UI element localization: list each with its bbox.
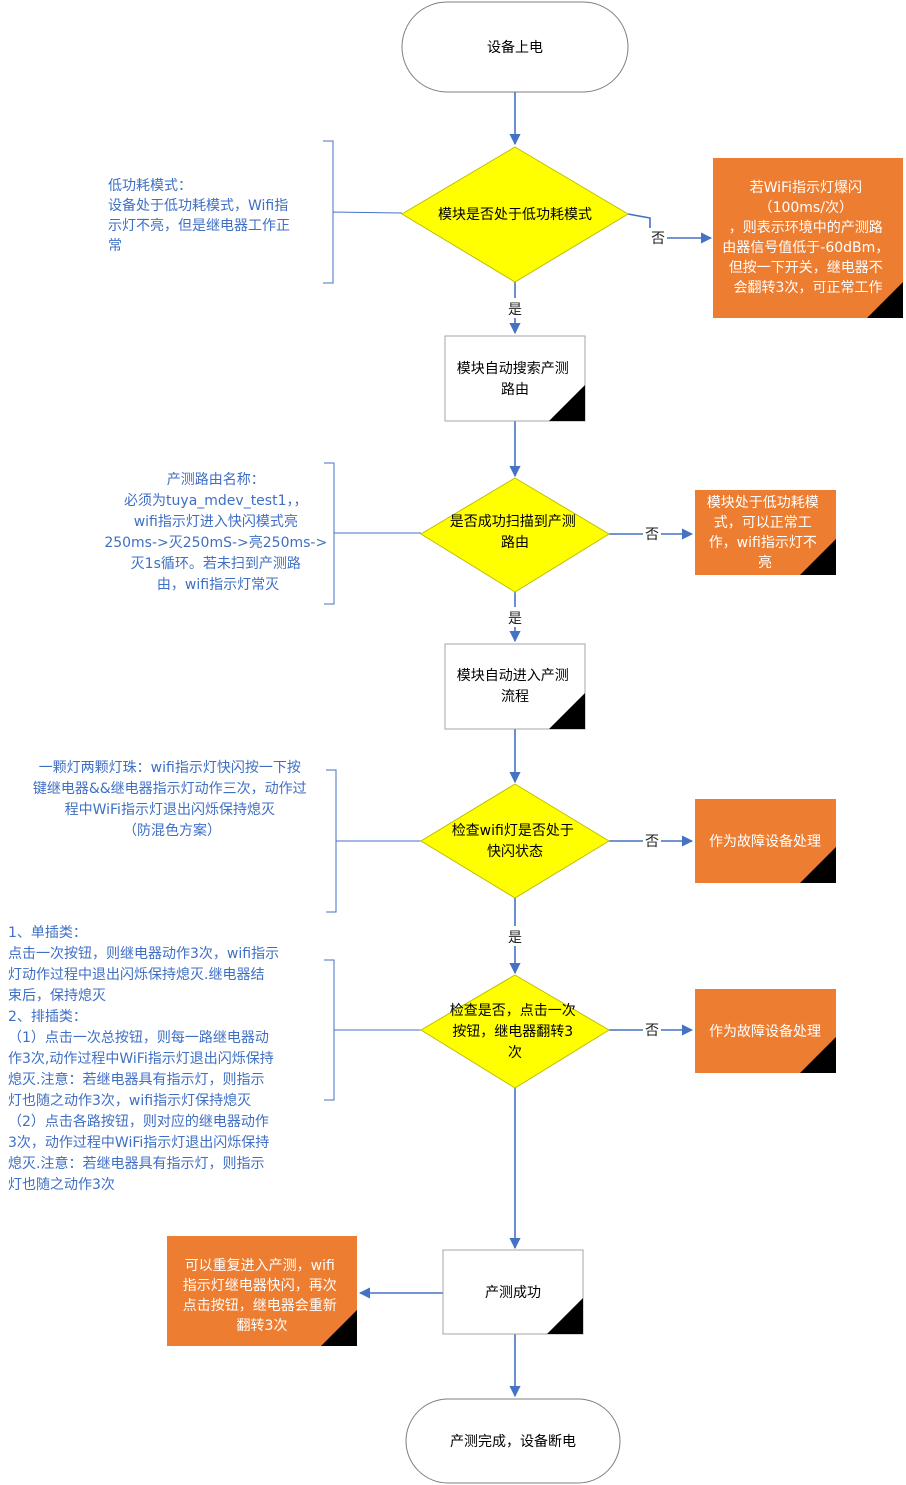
end-label: 产测完成，设备断电 xyxy=(450,1433,576,1450)
outcome-repeat-test: 可以重复进入产测，wifi 指示灯继电器快闪，再次 点击按钮，继电器会重新 翻转… xyxy=(167,1236,357,1346)
decision-scan-router-label: 是否成功扫描到产测 路由 xyxy=(450,514,580,551)
process-search-router-label: 模块自动搜索产测 路由 xyxy=(457,360,573,398)
outcome-faulty-device-1-text: 作为故障设备处理 xyxy=(709,833,821,850)
arrow-d1-to-d1-no xyxy=(627,213,713,244)
outcome-repeat-test-text: 可以重复进入产测，wifi 指示灯继电器快闪，再次 点击按钮，继电器会重新 翻转… xyxy=(183,1257,341,1334)
start-label: 设备上电 xyxy=(487,39,543,56)
label-no-d1: 否 xyxy=(651,231,665,247)
note-router-name: 产测路由名称： 必须为tuya_mdev_test1，， wifi指示灯进入快闪… xyxy=(104,472,331,593)
bracket-n2 xyxy=(324,462,421,605)
process-test-success: 产测成功 xyxy=(442,1249,584,1335)
process-enter-test: 模块自动进入产测 流程 xyxy=(444,643,586,730)
bracket-n3 xyxy=(326,769,421,913)
outcome-faulty-device-2-text: 作为故障设备处理 xyxy=(709,1023,821,1040)
outcome-low-power-normal-text: 模块处于低功耗模 式，可以正常工 作，wifi指示灯不 亮 xyxy=(707,495,823,571)
decision-low-power: 模块是否处于低功耗模式 xyxy=(401,146,629,283)
start-terminal: 设备上电 xyxy=(401,1,629,93)
outcome-faulty-device-2: 作为故障设备处理 xyxy=(695,989,836,1073)
annotation-brackets xyxy=(323,140,421,1101)
decision-wifi-fast-flash: 检查wifi灯是否处于 快闪状态 xyxy=(420,783,610,899)
label-no-d2: 否 xyxy=(645,527,659,543)
process-test-success-label: 产测成功 xyxy=(485,1285,541,1301)
outcome-low-power-normal: 模块处于低功耗模 式，可以正常工 作，wifi指示灯不 亮 xyxy=(695,490,836,575)
label-yes-d1: 是 xyxy=(508,302,522,318)
connectors xyxy=(358,92,713,1398)
process-search-router: 模块自动搜索产测 路由 xyxy=(444,335,586,422)
label-yes-d3: 是 xyxy=(508,930,522,946)
decision-wifi-fast-flash-label: 检查wifi灯是否处于 快闪状态 xyxy=(452,823,579,860)
bracket-n4 xyxy=(324,959,421,1101)
label-yes-d2: 是 xyxy=(508,611,522,627)
process-enter-test-label: 模块自动进入产测 流程 xyxy=(457,668,573,705)
bracket-n1 xyxy=(323,140,403,284)
decision-low-power-label: 模块是否处于低功耗模式 xyxy=(438,207,592,223)
note-low-power: 低功耗模式： 设备处于低功耗模式，Wifi指 示灯不亮，但是继电器工作正 常 xyxy=(108,178,294,254)
note-plug-types: 1、单插类： 点击一次按钮，则继电器动作3次，wifi指示 灯动作过程中退出闪烁… xyxy=(8,925,284,1193)
note-led-beads: 一颗灯两颗灯珠：wifi指示灯快闪按一下按 键继电器&&继电器指示灯动作三次，动… xyxy=(33,760,311,839)
edge-labels: 否 是 否 是 否 是 否 xyxy=(506,228,667,1040)
outcome-wifi-flash-signal-text: 若WiFi指示灯爆闪 （100ms/次） ，则表示环境中的产测路 由器信号值低于… xyxy=(722,180,893,296)
decision-scan-router: 是否成功扫描到产测 路由 xyxy=(420,477,610,593)
outcome-faulty-device-1: 作为故障设备处理 xyxy=(695,799,836,883)
end-terminal: 产测完成，设备断电 xyxy=(405,1398,621,1484)
decision-relay-flip-label: 检查是否，点击一次 按钮，继电器翻转3 次 xyxy=(450,1003,580,1061)
label-no-d3: 否 xyxy=(645,834,659,850)
label-no-d4: 否 xyxy=(645,1023,659,1039)
outcome-wifi-flash-signal: 若WiFi指示灯爆闪 （100ms/次） ，则表示环境中的产测路 由器信号值低于… xyxy=(713,158,903,318)
decision-relay-flip: 检查是否，点击一次 按钮，继电器翻转3 次 xyxy=(420,974,610,1089)
